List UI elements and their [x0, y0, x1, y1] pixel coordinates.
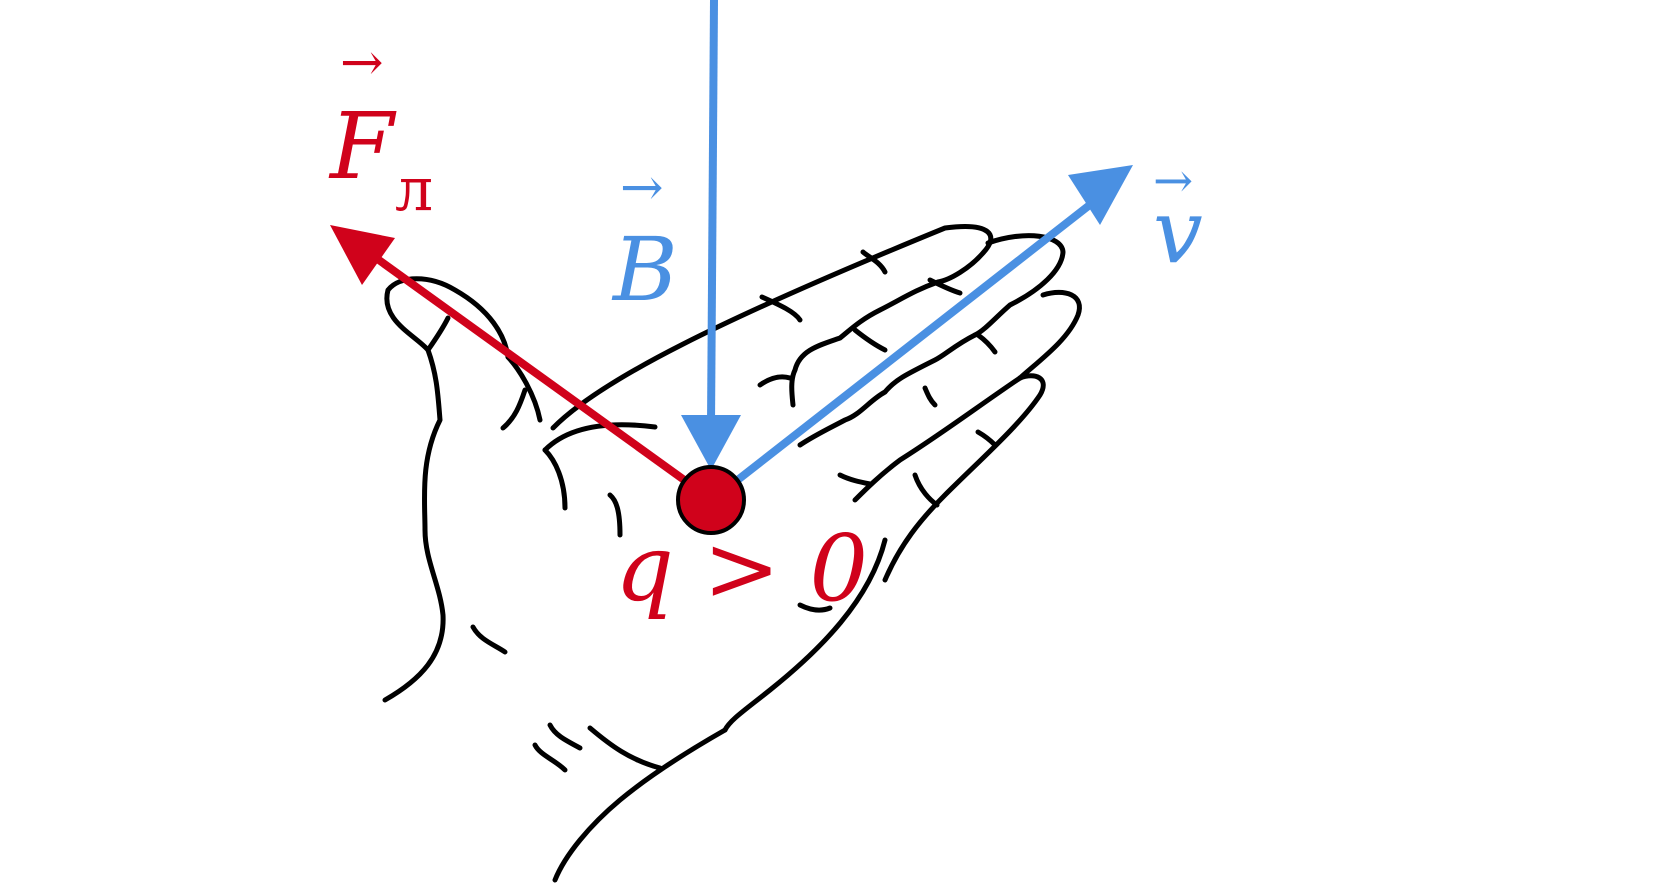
- velocity-vector: [709, 165, 1133, 504]
- field-arrow-shaft: [707, 0, 718, 426]
- field-arrow-head: [681, 415, 741, 470]
- force-label-symbol: F: [328, 93, 397, 200]
- field-label: → B: [611, 158, 678, 321]
- force-arrow-shaft: [362, 246, 715, 504]
- velocity-label: → v: [1153, 153, 1203, 283]
- force-label: → F л: [328, 33, 433, 225]
- field-label-symbol: B: [611, 218, 678, 321]
- velocity-label-arrow: →: [1153, 153, 1193, 209]
- force-label-subscript: л: [395, 155, 433, 225]
- force-label-arrow: →: [340, 33, 384, 93]
- force-arrow-head: [330, 225, 395, 285]
- magnetic-field-vector: [681, 0, 741, 470]
- charge-dot: [676, 465, 746, 535]
- velocity-label-symbol: v: [1153, 180, 1203, 283]
- force-vector: [330, 225, 715, 504]
- velocity-arrow-head: [1068, 165, 1133, 225]
- field-label-arrow: →: [620, 158, 664, 218]
- velocity-arrow-shaft: [709, 189, 1108, 504]
- hand-icon: [382, 224, 1082, 883]
- charge-condition-label: q > 0: [615, 515, 868, 622]
